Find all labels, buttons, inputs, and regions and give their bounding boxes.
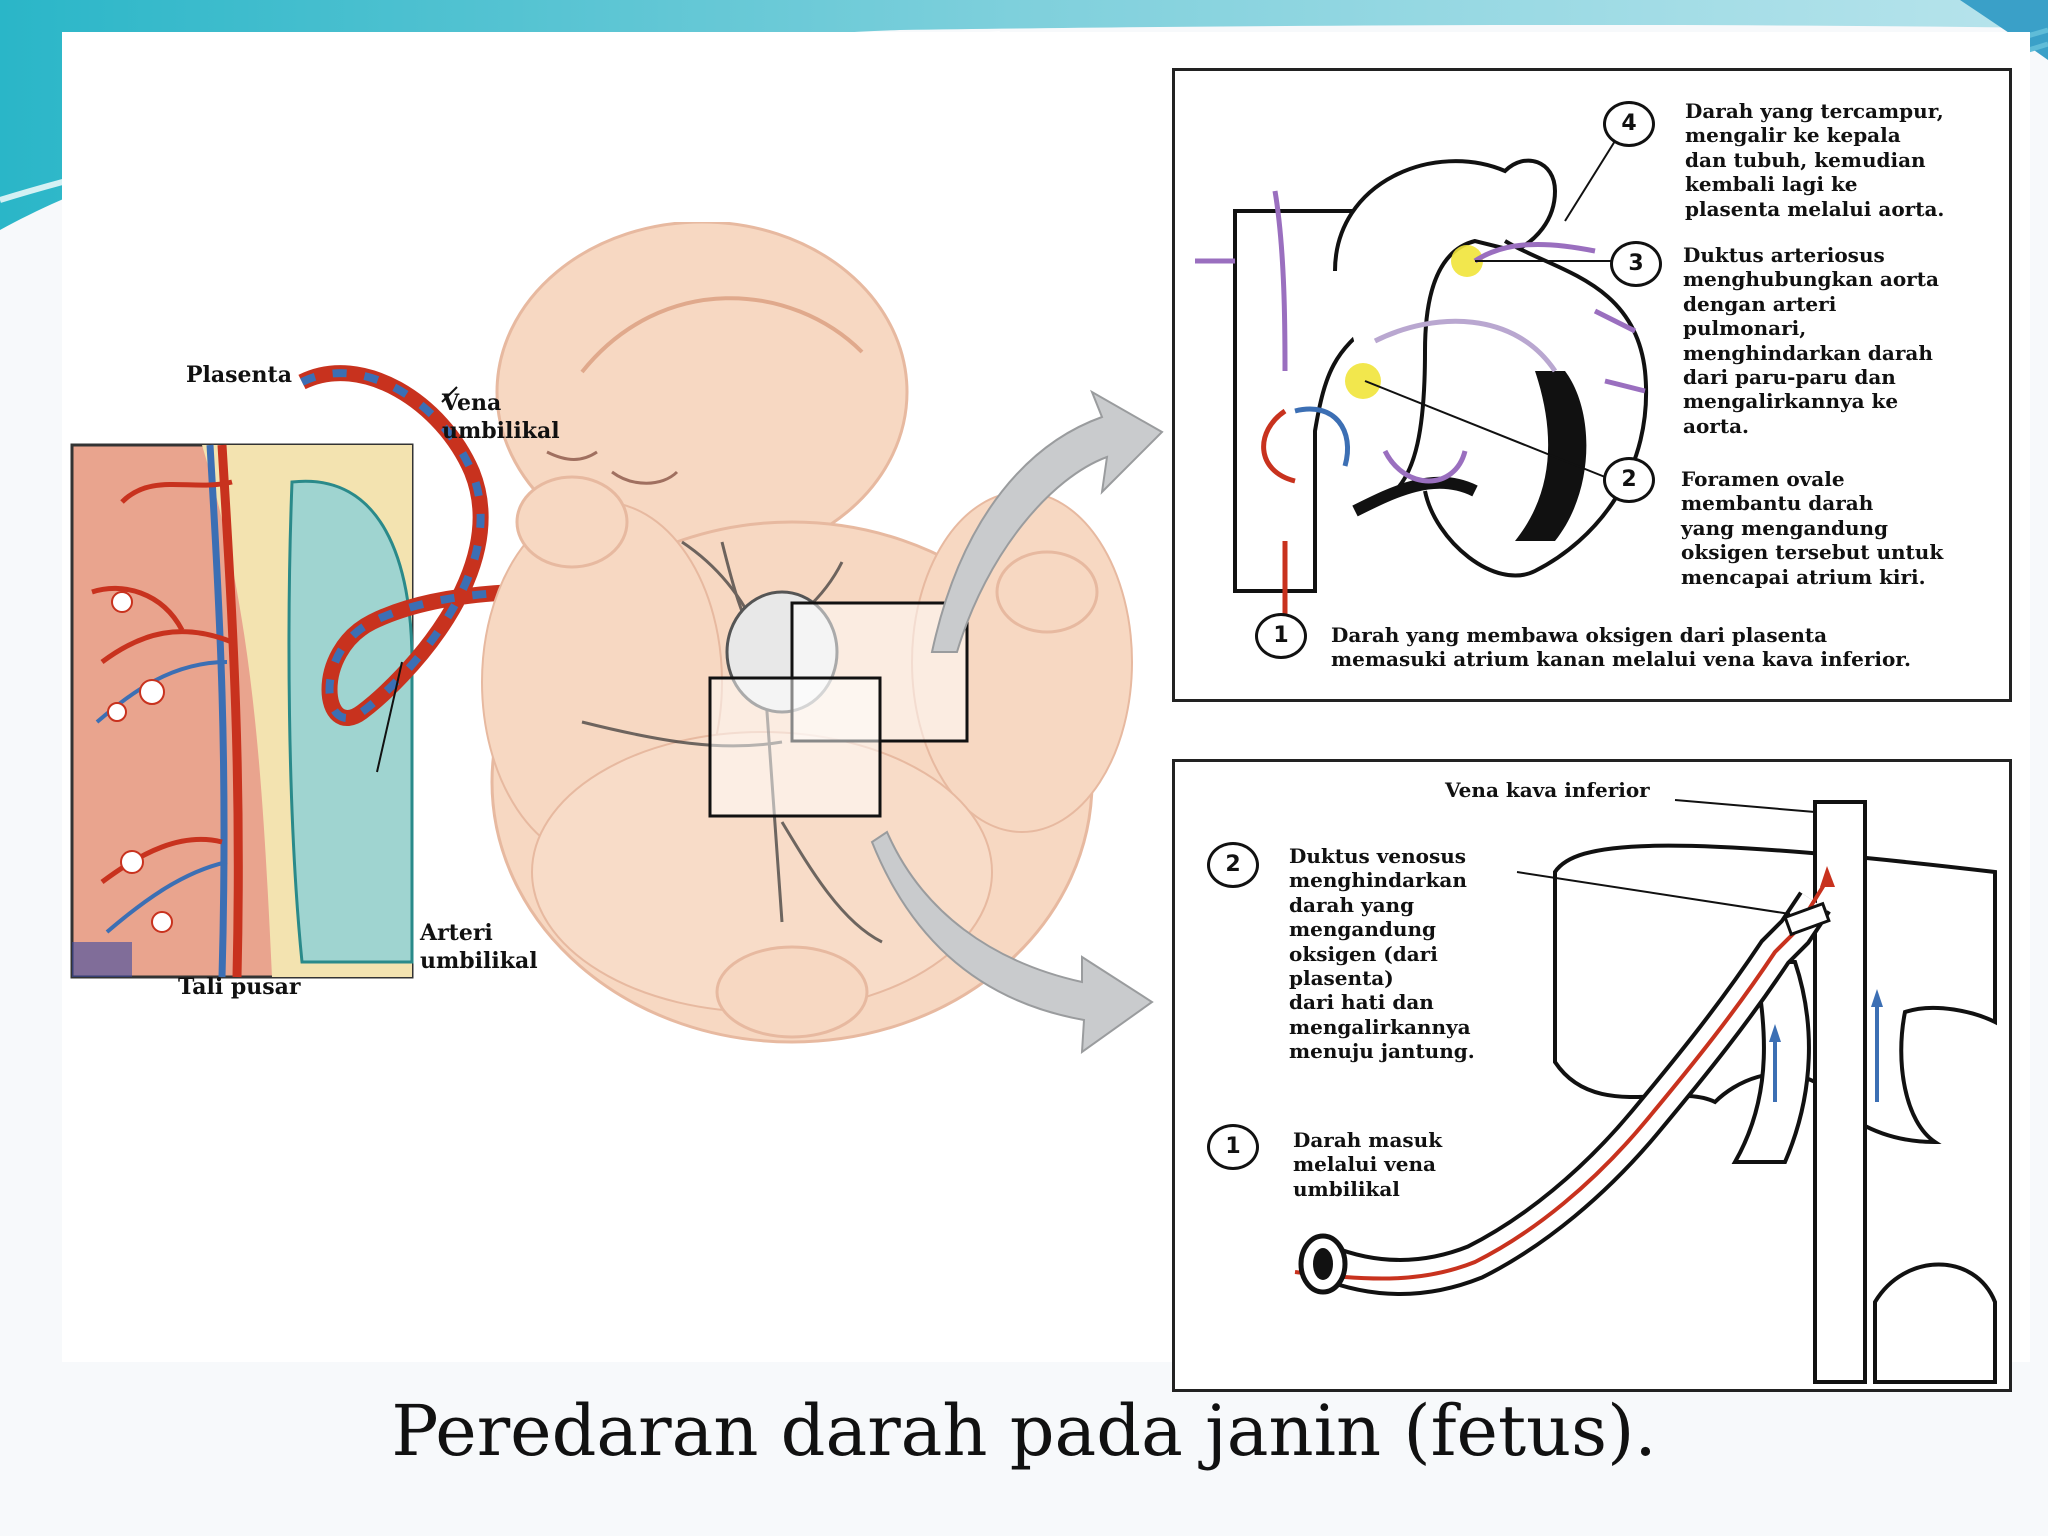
liver-step-2-marker: 2	[1207, 842, 1259, 888]
figure-area: Plasenta Vena umbilikal Arteri umbilikal…	[62, 32, 2030, 1392]
step-4-marker: 4	[1603, 101, 1655, 147]
label-arteri-umbilikal-2: umbilikal	[420, 948, 538, 974]
label-vena-kava-inferior: Vena kava inferior	[1445, 778, 1650, 802]
step-4-text: Darah yang tercampur, mengalir ke kepala…	[1685, 99, 1945, 221]
step-2-text: Foramen ovale membantu darah yang mengan…	[1681, 467, 1944, 589]
step-1-marker: 1	[1255, 613, 1307, 659]
heart-diagram	[1195, 140, 1649, 631]
step-3-text: Duktus arteriosus menghubungkan aorta de…	[1683, 243, 1939, 438]
heart-panel: 4 Darah yang tercampur, mengalir ke kepa…	[1172, 68, 2012, 702]
label-vena-umbilikal-2: umbilikal	[442, 418, 560, 444]
step-3-marker: 3	[1610, 241, 1662, 287]
slide-caption: Peredaran darah pada janin (fetus).	[391, 1390, 1657, 1472]
step-2-marker: 2	[1603, 457, 1655, 503]
label-tali-pusar: Tali pusar	[178, 974, 301, 1000]
liver-diagram	[1294, 799, 1997, 1384]
liver-step-1-text: Darah masuk melalui vena umbilikal	[1293, 1128, 1443, 1201]
liver-panel: Vena kava inferior 2 Duktus venosus meng…	[1172, 759, 2012, 1392]
label-plasenta: Plasenta	[186, 362, 292, 388]
liver-step-2-text: Duktus venosus menghindarkan darah yang …	[1289, 844, 1475, 1064]
label-vena-umbilikal-1: Vena	[442, 390, 502, 416]
connector-arrows	[870, 389, 1164, 1055]
label-arteri-umbilikal-1: Arteri	[420, 920, 493, 946]
liver-step-1-marker: 1	[1207, 1124, 1259, 1170]
step-1-text: Darah yang membawa oksigen dari plasenta…	[1331, 623, 1911, 672]
